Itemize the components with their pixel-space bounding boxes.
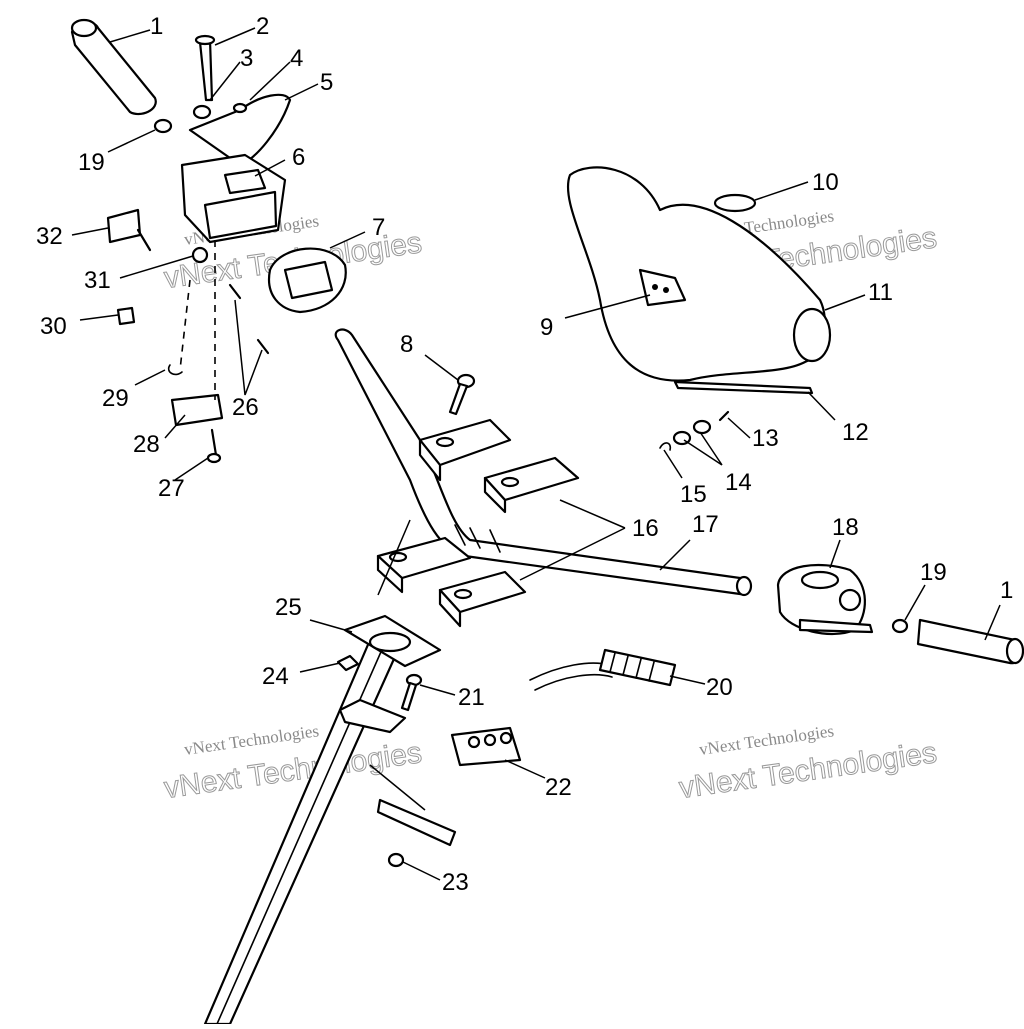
small-parts	[106, 208, 209, 376]
callout-15: 15	[680, 481, 707, 508]
callout-21: 21	[458, 684, 485, 711]
callout-26: 26	[232, 394, 259, 421]
bolt-8	[448, 373, 476, 416]
callout-30: 30	[40, 313, 67, 340]
strap-12	[673, 380, 814, 395]
callout-4: 4	[290, 45, 303, 72]
clamp-28	[170, 393, 224, 464]
callout-25: 25	[275, 594, 302, 621]
handlebar	[334, 328, 753, 597]
handlebar-pad	[566, 166, 832, 382]
switch-housing-7	[267, 247, 347, 314]
callout-23: 23	[442, 869, 469, 896]
callout-27: 27	[158, 475, 185, 502]
callout-24: 24	[262, 663, 289, 690]
callout-1-right: 1	[1000, 577, 1013, 604]
callout-28: 28	[133, 431, 160, 458]
callout-9: 9	[540, 314, 553, 341]
right-grip	[891, 618, 1024, 665]
leader-lines	[71, 27, 1001, 881]
callout-5: 5	[320, 69, 333, 96]
screw-26	[228, 283, 270, 355]
watermark-4: vNext Technologies vNext Technologies	[677, 721, 940, 805]
callout-10: 10	[812, 169, 839, 196]
callout-6: 6	[292, 144, 305, 171]
callout-17: 17	[692, 511, 719, 538]
steering-post	[203, 614, 442, 1026]
callout-7: 7	[372, 214, 385, 241]
heater-element	[529, 648, 677, 691]
callout-18: 18	[832, 514, 859, 541]
brake-lever-parts	[188, 34, 292, 167]
callout-22: 22	[545, 774, 572, 801]
callout-1: 1	[150, 13, 163, 40]
callout-11: 11	[868, 279, 893, 306]
callout-3: 3	[240, 45, 253, 72]
washers	[659, 410, 730, 451]
callout-20: 20	[706, 674, 733, 701]
column-hardware	[336, 654, 522, 868]
callout-19-right: 19	[920, 559, 947, 586]
left-grip	[70, 18, 173, 134]
callout-31: 31	[84, 267, 111, 294]
callout-19-left: 19	[78, 149, 105, 176]
lower-clamp	[376, 536, 527, 628]
callout-12: 12	[842, 419, 869, 446]
upper-clamp	[418, 418, 580, 514]
callout-29: 29	[102, 385, 129, 412]
callout-14: 14	[725, 469, 752, 496]
callout-16: 16	[632, 515, 659, 542]
callout-32: 32	[36, 223, 63, 250]
callout-13: 13	[752, 425, 779, 452]
throttle-housing	[776, 563, 874, 636]
callout-2: 2	[256, 13, 269, 40]
callout-8: 8	[400, 331, 413, 358]
callouts: 1 2 3 4 5 6 7 8 9 10 11 12 13 14 15 16 1…	[36, 13, 1013, 896]
